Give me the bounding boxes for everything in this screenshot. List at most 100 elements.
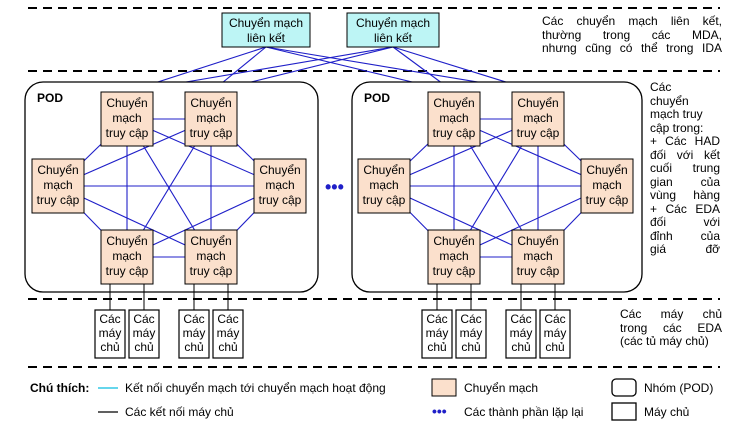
legend-pod-swatch [611,378,637,397]
access-switch-label-line2: mạch [112,111,141,125]
legend-server-label: Máy chủ [644,405,689,419]
server-label-line2: máy [460,326,483,340]
pod-label-1: POD [37,91,63,105]
access-switch-label-line2: mạch [592,178,621,192]
access-switch-label-line3: truy cập [190,264,233,278]
server-label-line3: chủ [134,340,153,354]
side-note-middle-line9: vùng hàng [650,188,720,202]
server-label-line2: máy [426,326,449,340]
server-label-line1: Các [510,312,531,326]
aggregation-switch-1: Chuyển mạch liên kết [221,12,311,48]
side-note-middle-line1: Các [650,80,672,94]
server-label-line1: Các [99,312,120,326]
server-label-line2: máy [544,326,567,340]
access-switch-label-line3: truy cập [517,126,560,140]
server-label-line2: máy [217,326,240,340]
access-switch-label-line3: truy cập [259,193,302,207]
access-switch-label-line3: truy cập [433,126,476,140]
access-switch-label-line1: Chuyển [433,234,474,248]
server-label-line2: máy [133,326,156,340]
side-note-middle-line7: cuối trung [650,161,720,175]
server-label-line3: chủ [461,340,480,354]
access-switch-label-line1: Chuyển [517,234,558,248]
legend: Chú thích: Kết nối chuyển mạch tới chuyể… [30,378,713,421]
server-label-line3: chủ [511,340,530,354]
access-switch-label-line2: mạch [43,178,72,192]
side-note-middle-line6: đối với kết [650,147,720,162]
aggregation-switch-2-line1: Chuyển mạch [356,16,430,30]
repeat-ellipsis: ••• [325,177,344,197]
access-switch-label-line1: Chuyển [586,163,627,177]
legend-pod-label: Nhóm (POD) [644,381,713,395]
access-switch-label-line2: mạch [265,178,294,192]
access-switch-label-line1: Chuyển [517,96,558,110]
side-note-top-line2: thường trong các MDA, [542,27,722,42]
access-switch-label-line2: mạch [196,111,225,125]
access-switch-label-line2: mạch [112,249,141,263]
server-label-line3: chủ [218,340,237,354]
side-note-middle-line8: gian của [650,174,720,189]
side-note-middle-line11: đối với [650,215,720,229]
server-label-line1: Các [217,312,238,326]
side-note-top-line3: nhưng cũng có thể trong IDA [542,41,722,55]
access-switch-label-line3: truy cập [190,126,233,140]
legend-active-link-label: Kết nối chuyển mạch tới chuyển mạch hoạt… [125,381,386,395]
pod-label-2: POD [364,91,390,105]
legend-switch-label: Chuyển mạch [464,381,538,395]
legend-server-swatch [611,402,637,421]
server-link-lines [109,284,556,310]
server-label-line1: Các [426,312,447,326]
access-switch-label-line1: Chuyển [106,96,147,110]
side-note-top-line1: Các chuyển mạch liên kết, [542,14,722,28]
access-switch-label-line3: truy cập [363,193,406,207]
access-switch-label-line3: truy cập [37,193,80,207]
side-note-middle-line2: chuyển [650,93,689,108]
aggregation-switch-2: Chuyển mạch liên kết [346,12,440,48]
access-switch-label-line2: mạch [523,111,552,125]
side-note-middle-line3: mạch truy [650,107,703,121]
aggregation-switch-1-line2: liên kết [247,31,286,45]
dashed-separators [28,7,720,368]
access-switch-label-line1: Chuyển [190,234,231,248]
access-switch-label-line3: truy cập [106,126,149,140]
access-switch-label-line1: Chuyển [190,96,231,110]
side-note-servers: Các máy chủ trong các EDA (các tủ máy ch… [620,307,722,349]
pod-container-1 [24,81,319,293]
aggregation-switch-2-line2: liên kết [374,31,413,45]
server-label-line3: chủ [184,340,203,354]
access-switch-label-line3: truy cập [586,193,629,207]
server-label-line3: chủ [545,340,564,354]
side-note-middle-line5: + Các HAD [650,134,720,148]
server-label-line1: Các [460,312,481,326]
access-switch-label-line1: Chuyển [106,234,147,248]
aggregation-switch-1-line1: Chuyển mạch [229,16,303,30]
side-note-middle-line10: + Các EDA [650,201,720,216]
access-switch-label-line1: Chuyển [433,96,474,110]
server-label-line3: chủ [100,340,119,354]
legend-repeat-label: Các thành phần lặp lại [464,405,583,419]
access-switch-label-line1: Chuyển [259,163,300,177]
legend-repeat-swatch: ••• [432,403,447,419]
access-switch-label-line2: mạch [523,249,552,263]
side-note-middle-line4: cập trong: [650,120,704,135]
side-note-bottom-line2: trong các EDA [620,320,722,335]
access-switch-label-line3: truy cập [433,264,476,278]
legend-title: Chú thích: [30,381,89,395]
access-switch-label-line2: mạch [439,111,468,125]
side-note-aggregation: Các chuyển mạch liên kết, thường trong c… [542,14,722,56]
access-switch-label-line2: mạch [369,178,398,192]
